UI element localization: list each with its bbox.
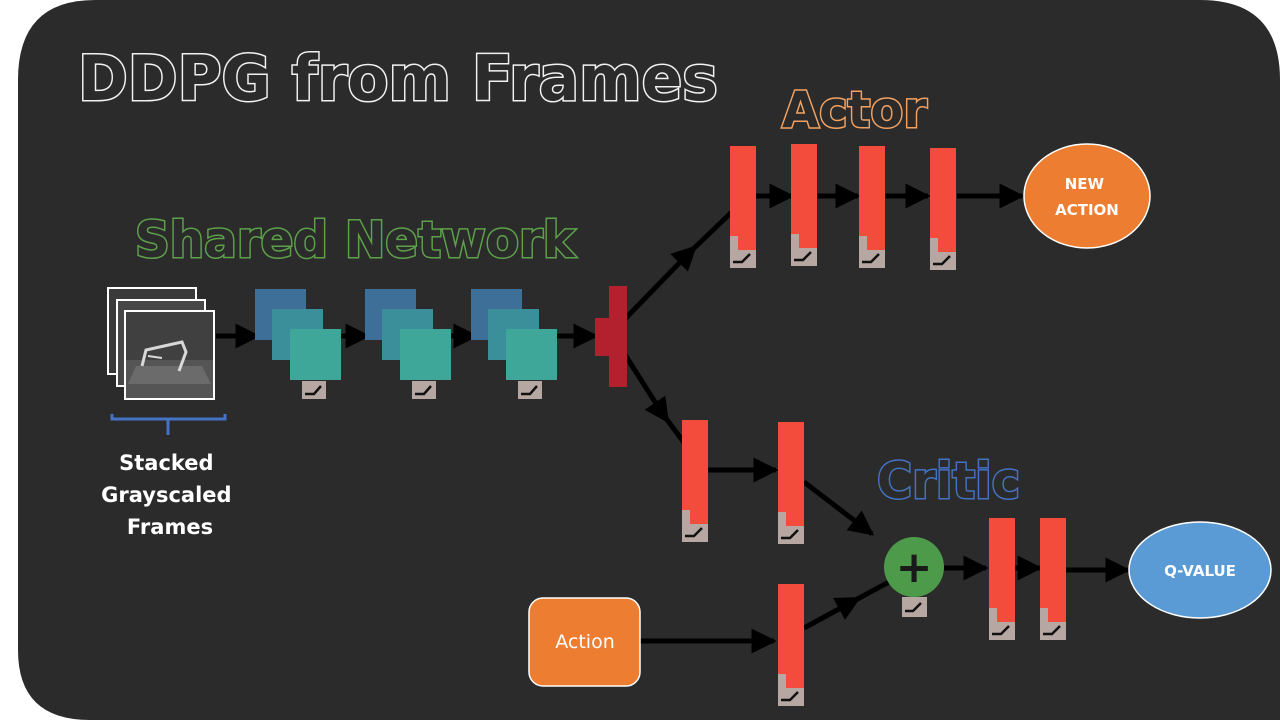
arrow-critic-2-to-merge [802, 480, 874, 536]
shared-network-label: Shared Network [135, 211, 577, 269]
actor-layer-2 [791, 144, 817, 266]
arrow-split-to-actor [620, 206, 738, 324]
new-action-line-2: ACTION [1055, 201, 1119, 219]
frame-front [124, 310, 215, 400]
frames-caption-line-1: Stacked [119, 451, 213, 475]
activation-icon [518, 381, 542, 399]
action-input-node: Action [528, 597, 641, 687]
activation-icon [778, 512, 804, 544]
frames-caption-line-2: Grayscaled [101, 483, 231, 507]
critic-layer-1 [682, 420, 708, 542]
new-action-label: NEW ACTION [1055, 175, 1119, 219]
actor-layer-1 [730, 146, 756, 268]
merge-node: + [884, 537, 944, 617]
actor-layer-3 [859, 146, 885, 268]
conv-block-3 [471, 289, 557, 399]
activation-icon [778, 674, 804, 706]
new-action-node: NEW ACTION [1023, 143, 1151, 249]
q-value-label: Q-VALUE [1164, 562, 1236, 580]
action-layer [778, 584, 804, 706]
frames-caption: Stacked Grayscaled Frames [101, 451, 239, 539]
activation-icon [302, 381, 326, 399]
activation-icon [412, 381, 436, 399]
page-title: DDPG from Frames [78, 42, 718, 115]
critic-layer-2 [778, 422, 804, 544]
actor-layer-4 [930, 148, 956, 270]
new-action-line-1: NEW [1065, 175, 1105, 193]
activation-icon [930, 238, 956, 270]
activation-icon [859, 236, 885, 268]
frames-bracket [110, 414, 227, 435]
activation-icon [791, 234, 817, 266]
activation-icon [730, 236, 756, 268]
frame-figure [140, 340, 188, 372]
activation-icon [989, 608, 1015, 640]
activation-icon [902, 597, 927, 617]
conv-block-1 [255, 289, 341, 399]
activation-icon [1040, 608, 1066, 640]
critic-label: Critic [877, 452, 1020, 510]
q-value-node: Q-VALUE [1128, 521, 1272, 619]
plus-icon: + [896, 542, 933, 593]
activation-icon [682, 510, 708, 542]
q-layer-2 [1040, 518, 1066, 640]
actor-label: Actor [782, 81, 927, 139]
conv-block-2 [365, 289, 451, 399]
split-node [595, 286, 627, 387]
frames-caption-line-3: Frames [127, 515, 213, 539]
input-frames [107, 287, 227, 435]
q-layer-1 [989, 518, 1015, 640]
action-input-label: Action [555, 631, 615, 653]
background-panel [18, 0, 1280, 720]
connections [216, 183, 1131, 654]
arrow-action-layer-to-merge [802, 579, 891, 631]
